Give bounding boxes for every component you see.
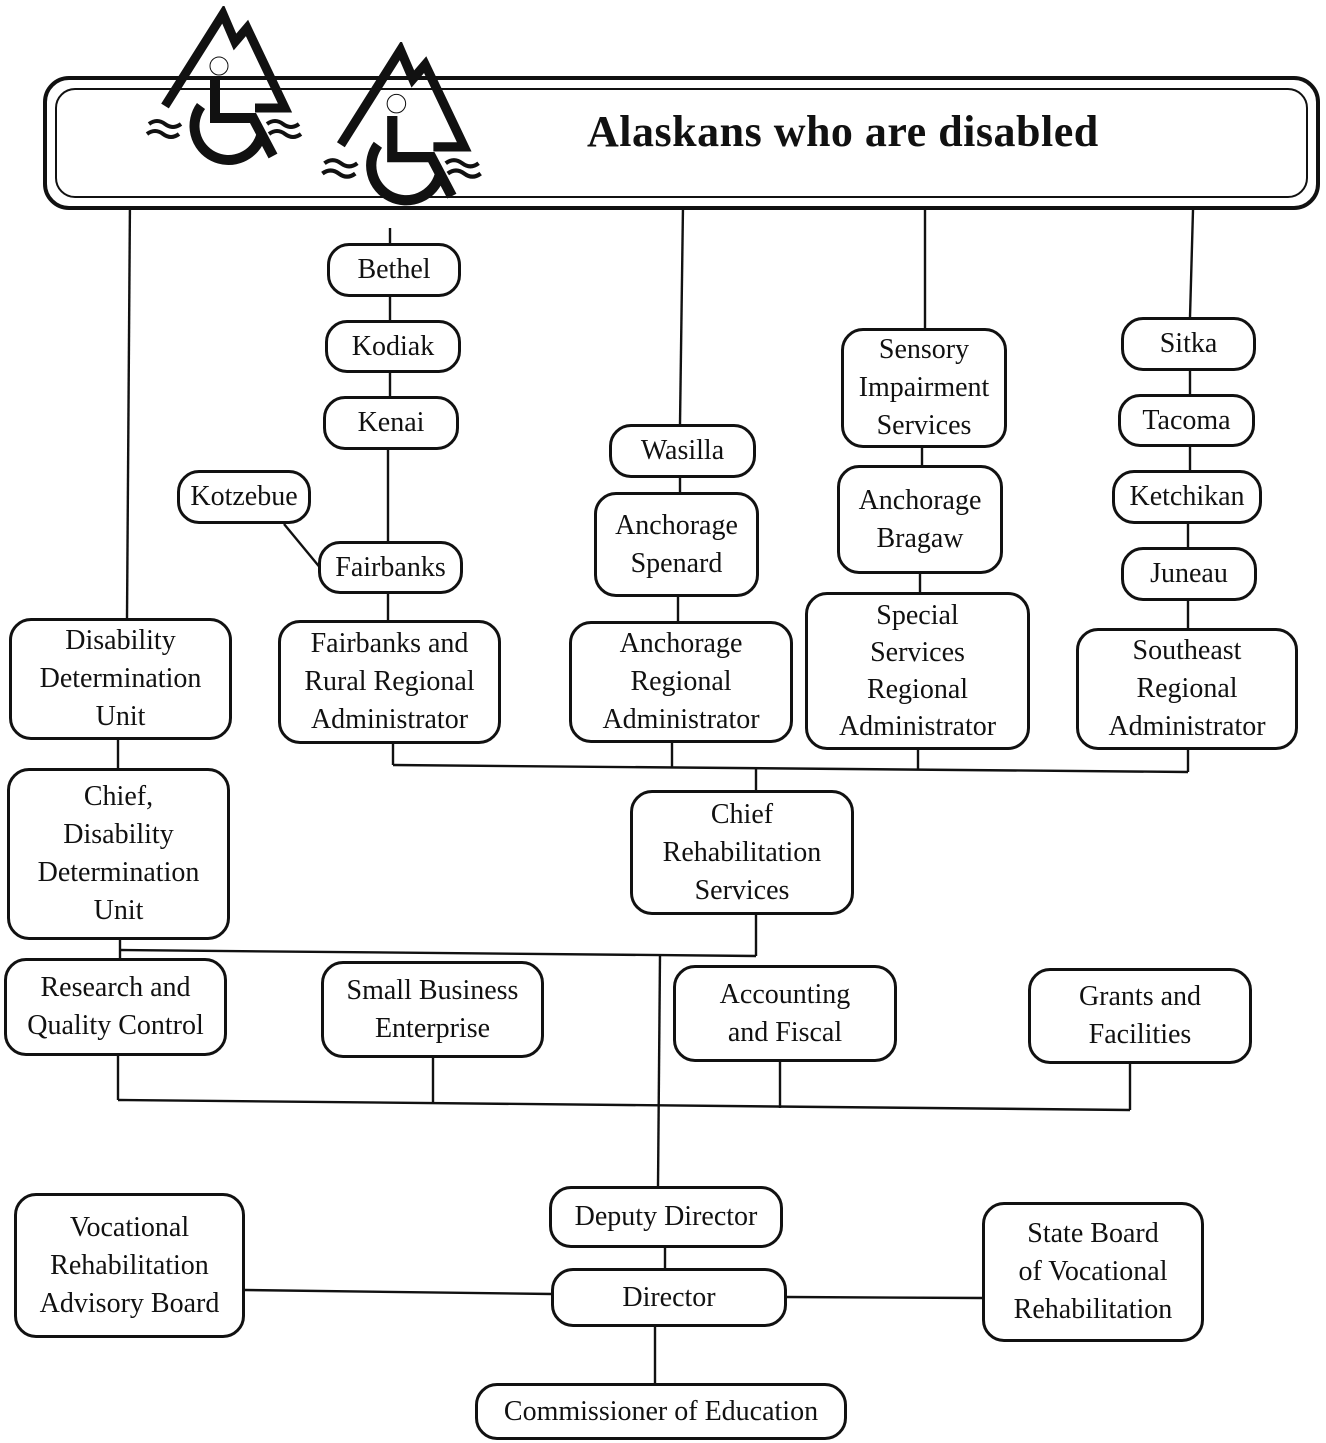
research-quality-control: Research and Quality Control [4,958,227,1056]
office-bethel: Bethel [327,243,461,297]
small-business-enterprise: Small Business Enterprise [321,961,544,1058]
anchorage-regional-administrator: Anchorage Regional Administrator [569,621,793,743]
office-juneau: Juneau [1121,547,1257,601]
office-sitka: Sitka [1121,317,1256,371]
southeast-regional-administrator: Southeast Regional Administrator [1076,628,1298,750]
deputy-director: Deputy Director [549,1186,783,1248]
banner-title: Alaskans who are disabled [587,107,1099,156]
office-ketchikan: Ketchikan [1112,470,1262,524]
state-board-of-vocational-rehabilitation: State Board of Vocational Rehabilitation [982,1202,1204,1342]
office-kodiak: Kodiak [325,320,461,373]
wheelchair-mountain-logo-icon [143,6,303,186]
banner-inner-frame [55,88,1308,198]
office-wasilla: Wasilla [609,424,756,478]
disability-determination-unit: Disability Determination Unit [9,618,232,740]
wheelchair-mountain-logo-icon [318,42,483,227]
office-kotzebue: Kotzebue [177,470,311,524]
office-sensory-impairment-services: Sensory Impairment Services [841,328,1007,448]
commissioner-of-education: Commissioner of Education [475,1383,847,1440]
office-kenai: Kenai [323,396,459,450]
office-tacoma: Tacoma [1118,394,1255,447]
fairbanks-rural-regional-administrator: Fairbanks and Rural Regional Administrat… [278,620,501,744]
accounting-and-fiscal: Accounting and Fiscal [673,965,897,1062]
banner: Alaskans who are disabled [43,76,1320,210]
grants-and-facilities: Grants and Facilities [1028,968,1252,1064]
office-anchorage-bragaw: Anchorage Bragaw [837,465,1003,574]
special-services-regional-administrator: Special Services Regional Administrator [805,592,1030,750]
chief-disability-determination-unit: Chief, Disability Determination Unit [7,768,230,940]
office-anchorage-spenard: Anchorage Spenard [594,492,759,597]
office-fairbanks: Fairbanks [318,541,463,594]
vocational-rehabilitation-advisory-board: Vocational Rehabilitation Advisory Board [14,1193,245,1338]
chief-rehabilitation-services: Chief Rehabilitation Services [630,790,854,915]
director: Director [551,1268,787,1327]
